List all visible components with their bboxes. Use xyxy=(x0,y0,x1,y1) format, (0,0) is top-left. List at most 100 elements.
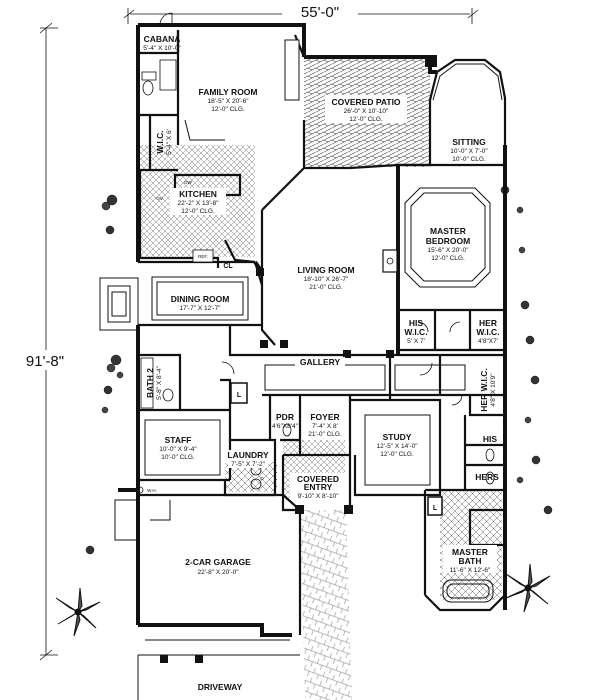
driveway-name: DRIVEWAY xyxy=(198,682,243,692)
staff-tray xyxy=(144,419,221,476)
dryer-label: D xyxy=(260,476,264,481)
living-room-size: 18'-10" X 26'-7" xyxy=(304,276,349,283)
family-room-details xyxy=(184,39,300,141)
master-bedroom-name: MASTER xyxy=(430,226,466,236)
bath2-name: BATH 2 xyxy=(145,368,155,398)
room-her-wic: HER W.I.C. 4'8"X7' xyxy=(476,318,499,345)
sitting-ceiling: 10'-0" CLG. xyxy=(452,156,486,163)
depth-dimension: 91'-8" xyxy=(26,353,64,370)
width-dimension: 55'-0" xyxy=(301,4,339,21)
master-bath-size: 11'-6" X 12'-6" xyxy=(450,567,491,574)
room-bath2: BATH 2 5'-8" X 8'-4" xyxy=(145,365,163,400)
foyer-size: 7'-4" X 8' xyxy=(312,423,338,430)
staff-size: 10'-0" X 9'-4" xyxy=(159,446,197,453)
room-staff: STAFF 10'-0" X 9'-4" 10'-0" CLG. xyxy=(159,435,197,461)
gallery-ceiling-east xyxy=(394,364,466,391)
hers-bath-name: HERS xyxy=(475,472,499,482)
study-name: STUDY xyxy=(383,432,412,442)
sitting-bay xyxy=(432,63,503,101)
his-bath-name: HIS xyxy=(483,434,498,444)
covered-entry-name: COVERED xyxy=(297,474,339,484)
door-swings xyxy=(159,12,463,406)
room-dining: DINING ROOM 17'-7" X 12'-7" xyxy=(171,294,230,312)
cabana-size: 5'-4" X 10'-0" xyxy=(143,45,181,52)
driveway-edge xyxy=(137,654,300,700)
foyer-ceiling: 21'-0" CLG. xyxy=(308,431,342,438)
room-cabana: CABANA 5'-4" X 10'-0" xyxy=(143,34,181,52)
water-heater-label: W.H. xyxy=(147,488,157,493)
linen-closet-boxes xyxy=(230,382,443,516)
room-garage: 2-CAR GARAGE 22'-8" X 20'-0" xyxy=(185,557,251,576)
cabana-name: CABANA xyxy=(144,34,181,44)
her-wic-name: HER xyxy=(479,318,497,328)
walkway xyxy=(300,510,352,700)
room-study: STUDY 12'-5" X 14'-0" 12'-0" CLG. xyxy=(376,432,418,458)
room-gallery: GALLERY xyxy=(295,357,345,367)
fridge-box xyxy=(192,249,214,263)
study-ceiling: 12'-0" CLG. xyxy=(380,451,414,458)
study-tray xyxy=(364,414,431,486)
dining-room-name: DINING ROOM xyxy=(171,294,230,304)
staff-ceiling: 10'-0" CLG. xyxy=(161,454,195,461)
fireplace xyxy=(382,249,398,273)
sitting-name: SITTING xyxy=(452,137,486,147)
fridge-label: REF. xyxy=(198,254,208,259)
dishwasher-label: DW xyxy=(184,180,192,185)
laundry-name: LAUNDRY xyxy=(227,450,269,460)
master-bedroom-size: 15'-6" X 20'-0" xyxy=(427,247,469,254)
pdr-name: PDR xyxy=(276,412,294,422)
dining-room-size: 17'-7" X 12'-7" xyxy=(179,305,221,312)
covered-patio-name: COVERED PATIO xyxy=(331,97,400,107)
room-his-wic: HIS W.I.C. 5' X 7' xyxy=(404,318,427,345)
room-wic-cabana: W.I.C. 5'-4" X 6' xyxy=(155,129,173,155)
wic-cabana-size: 5'-4" X 6' xyxy=(166,129,173,155)
columns xyxy=(160,55,437,663)
garage-name: 2-CAR GARAGE xyxy=(185,557,251,567)
room-master-bath: MASTER BATH 11'-6" X 12'-6" xyxy=(443,545,497,574)
room-family: FAMILY ROOM 18'-5" X 20'-6" 12'-0" CLG. xyxy=(198,87,257,113)
depth-dimension-line xyxy=(39,22,58,661)
living-room-name: LIVING ROOM xyxy=(297,265,354,275)
her-wic-size: 4'8"X7' xyxy=(478,338,498,345)
his-wic-name: HIS xyxy=(409,318,424,328)
study-size: 12'-5" X 14'-0" xyxy=(376,443,418,450)
room-laundry: LAUNDRY 7'-5" X 7'-2" xyxy=(227,450,269,468)
covered-entry-name2: ENTRY xyxy=(304,482,333,492)
cabana-fixtures xyxy=(141,59,177,96)
room-kitchen: KITCHEN 22'-2" X 13'-8" 12'-0" CLG. xyxy=(170,188,226,215)
master-bath-name2: BATH xyxy=(459,556,482,566)
covered-patio-size: 26'-0" X 10'-10" xyxy=(344,108,389,115)
staff-name: STAFF xyxy=(165,435,192,445)
master-tray-ceiling xyxy=(404,187,491,288)
kitchen-size: 22'-2" X 13'-8" xyxy=(177,200,219,207)
family-room-name: FAMILY ROOM xyxy=(198,87,257,97)
her-wic2-size: 4'8" X 10'9" xyxy=(490,373,497,407)
gallery-name: GALLERY xyxy=(300,357,341,367)
covered-patio-ceiling: 12'-0" CLG. xyxy=(349,116,383,123)
room-pdr: PDR 4'6"X8'4" xyxy=(272,412,299,430)
gallery-ceiling xyxy=(264,364,386,391)
kitchen-ceiling: 12'-0" CLG. xyxy=(181,208,215,215)
covered-entry-size: 9'-10" X 8'-10" xyxy=(297,493,339,500)
master-bedroom-name2: BEDROOM xyxy=(426,236,470,246)
room-foyer: FOYER 7'-4" X 8' 21'-0" CLG. xyxy=(308,412,342,438)
room-driveway: DRIVEWAY xyxy=(198,682,243,692)
family-room-size: 18'-5" X 20'-6" xyxy=(207,98,249,105)
bath2-size: 5'-8" X 8'-4" xyxy=(156,365,163,400)
palm-tree-right xyxy=(505,563,551,613)
kitchen-name: KITCHEN xyxy=(179,189,217,199)
her-wic-name2: W.I.C. xyxy=(476,327,499,337)
linen-label: L xyxy=(237,392,242,399)
closet-label: CL xyxy=(223,263,233,270)
room-her-wic-2: HER W.I.C. 4'8" X 10'9" xyxy=(479,368,497,411)
bath2-fixtures xyxy=(140,357,174,409)
garage-size: 22'-8" X 20'-0" xyxy=(197,569,239,576)
room-covered-patio: COVERED PATIO 26'-0" X 10'-10" 12'-0" CL… xyxy=(325,95,407,123)
garage-details xyxy=(114,499,290,641)
room-covered-entry: COVERED ENTRY 9'-10" X 8'-10" xyxy=(290,473,346,500)
sitting-size: 10'-0" X 7'-0" xyxy=(450,148,488,155)
palm-tree-left xyxy=(55,587,101,637)
his-wic-size: 5' X 7' xyxy=(407,338,425,345)
dining-tray-ceiling xyxy=(151,276,249,321)
